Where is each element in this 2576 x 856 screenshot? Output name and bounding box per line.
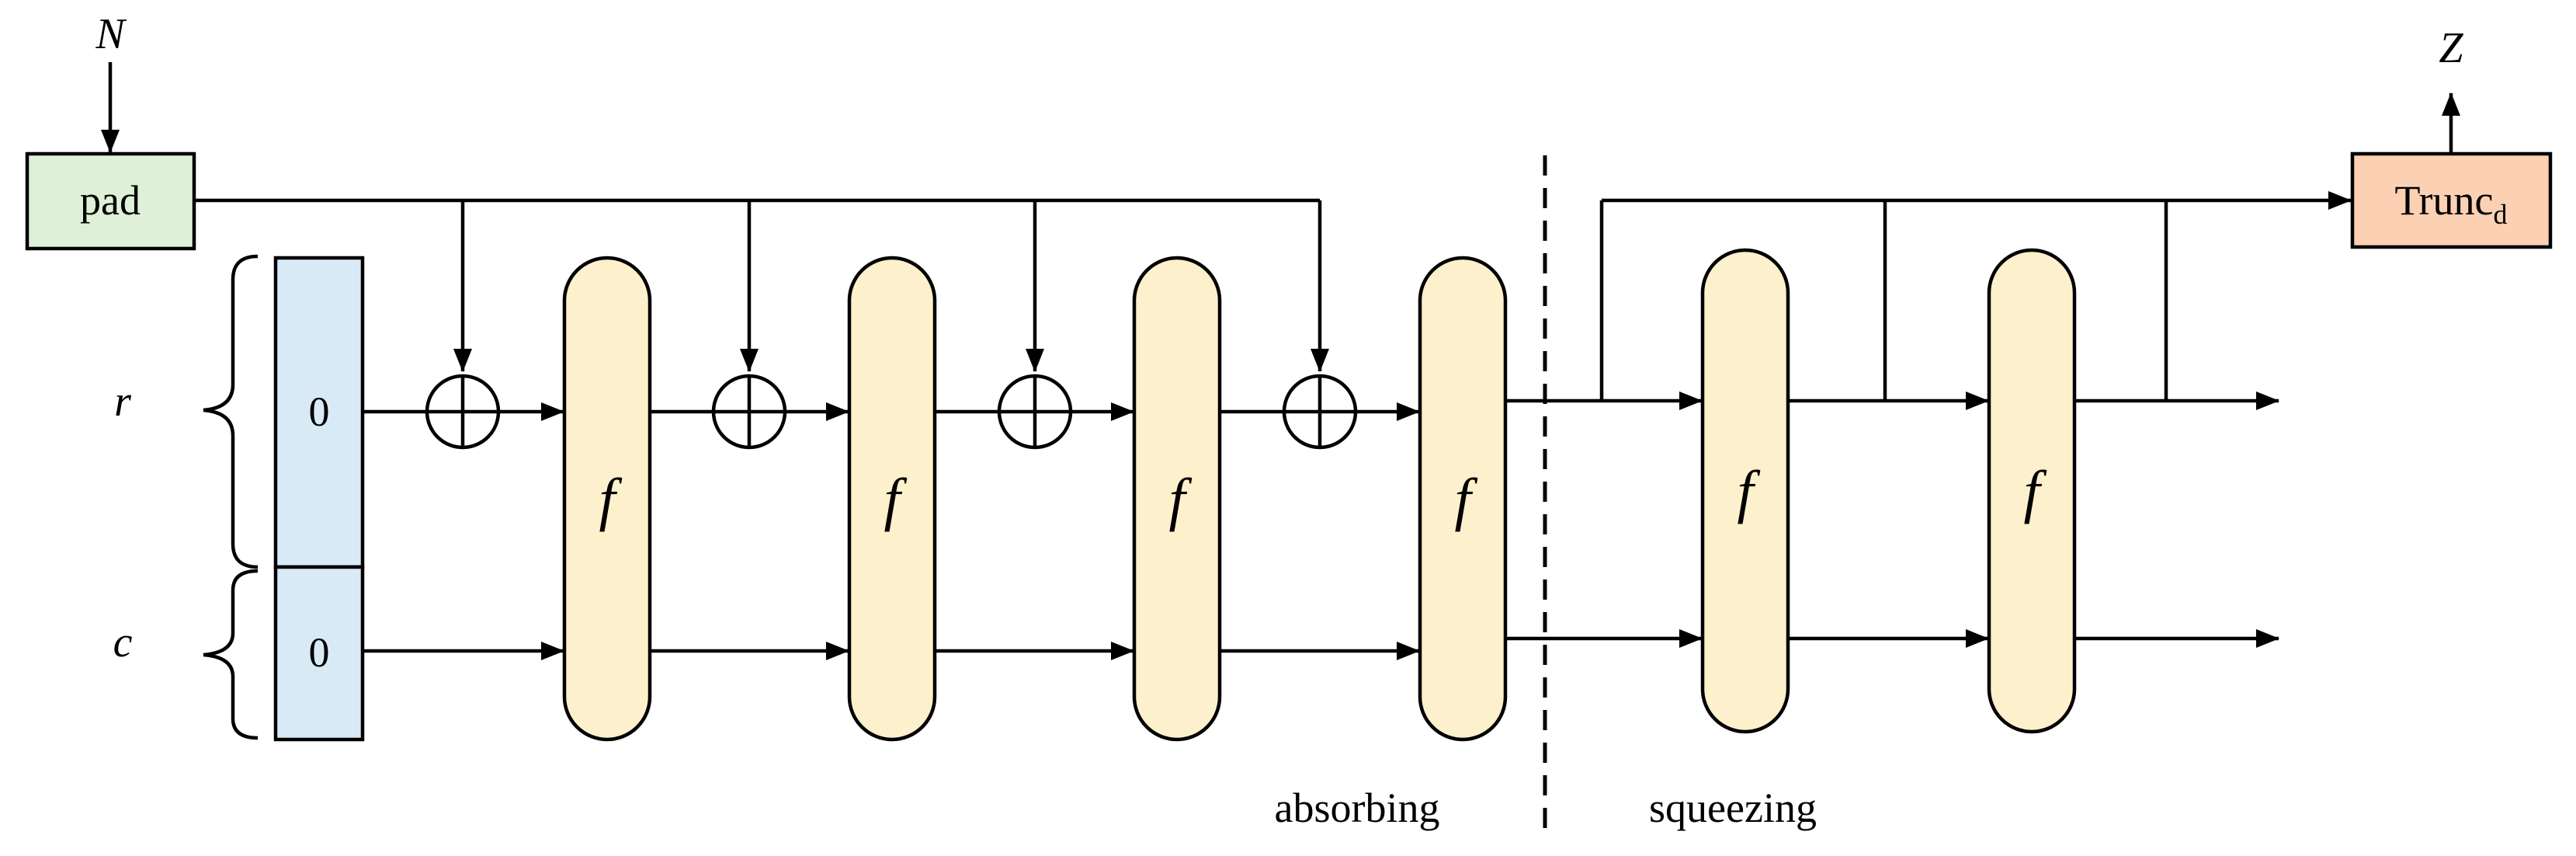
- absorb-f-block-1: [562, 256, 652, 742]
- absorb-f-block-3: [1132, 256, 1222, 742]
- absorbing-label: absorbing: [1275, 785, 1440, 831]
- absorb-f-block-4: [1418, 256, 1508, 742]
- squeezing-label: squeezing: [1649, 785, 1817, 831]
- absorb-f-block-2: [847, 256, 937, 742]
- squeeze-f-block-2: [1987, 248, 2077, 734]
- xor-node-3: [997, 374, 1073, 450]
- trunc-label-subscript: d: [2494, 199, 2508, 230]
- rate-brace: [203, 254, 259, 569]
- capacity-state-box: [273, 565, 365, 742]
- trunc-box: [2350, 151, 2553, 249]
- capacity-brace: [203, 569, 259, 740]
- xor-node-1: [425, 374, 501, 450]
- rate-init-value: 0: [309, 388, 330, 435]
- xor-node-4: [1282, 374, 1358, 450]
- trunc-label-main: Trunc: [2394, 177, 2493, 224]
- trunc-label: Truncd: [2394, 177, 2507, 230]
- output-label-z: Z: [2439, 24, 2463, 72]
- capacity-init-value: 0: [309, 629, 330, 676]
- pad-label: pad: [80, 177, 141, 224]
- rate-label: r: [114, 378, 131, 426]
- squeeze-f-block-1: [1700, 248, 1790, 734]
- xor-node-2: [711, 374, 787, 450]
- input-label-n: N: [95, 10, 127, 58]
- capacity-label: c: [113, 618, 133, 666]
